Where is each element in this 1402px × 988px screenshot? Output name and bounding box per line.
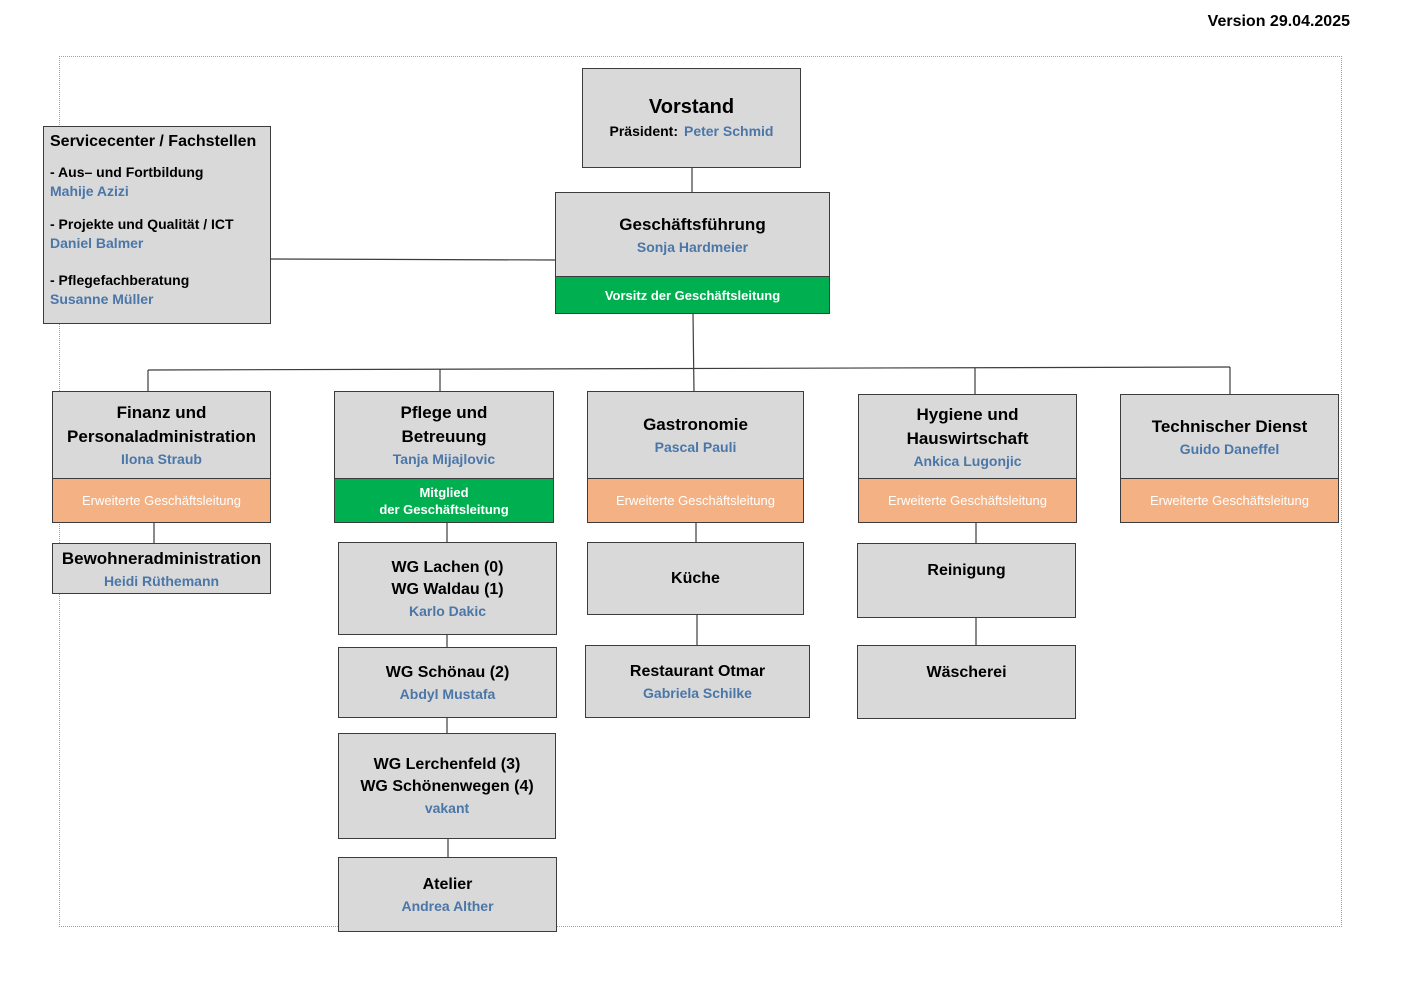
unit-restaurant-box: Restaurant Otmar Gabriela Schilke: [585, 645, 810, 718]
dept-title: Hygiene und: [916, 404, 1019, 424]
dept-technik-box: Technischer Dienst Guido Daneffel Erweit…: [1120, 394, 1339, 523]
unit-wg3-box: WG Lerchenfeld (3) WG Schönenwegen (4) v…: [338, 733, 556, 839]
dept-band: Erweiterte Geschäftsleitung: [588, 478, 803, 522]
unit-wg2-box: WG Schönau (2) Abdyl Mustafa: [338, 647, 557, 718]
unit-title: Reinigung: [927, 562, 1006, 579]
service-item-label: - Pflegefachberatung: [50, 272, 190, 288]
dept-band: Erweiterte Geschäftsleitung: [53, 478, 270, 522]
unit-atelier-box: Atelier Andrea Alther: [338, 857, 557, 932]
unit-title: Restaurant Otmar: [629, 662, 766, 680]
service-item: - Pflegefachberatung Susanne Müller: [50, 271, 264, 309]
president-name: Peter Schmid: [683, 123, 774, 139]
dept-band-line: Mitglied: [419, 484, 469, 500]
dept-finanz-box: Finanz und Personaladministration Ilona …: [52, 391, 271, 523]
unit-title: Küche: [671, 569, 720, 587]
service-item-name: Daniel Balmer: [50, 235, 144, 251]
dept-gastro-box: Gastronomie Pascal Pauli Erweiterte Gesc…: [587, 391, 804, 523]
dept-title: Betreuung: [401, 427, 487, 446]
unit-head-name: Andrea Alther: [401, 897, 494, 914]
service-title: Servicecenter / Fachstellen: [50, 133, 257, 150]
gf-name: Sonja Hardmeier: [636, 238, 749, 255]
connector-horizontal-bus: [147, 366, 1231, 371]
gf-band: Vorsitz der Geschäftsleitung: [556, 276, 829, 313]
dept-band: Erweiterte Geschäftsleitung: [859, 478, 1076, 522]
unit-title: Wäscherei: [926, 664, 1007, 681]
dept-pflege-box: Pflege und Betreuung Tanja Mijajlovic Mi…: [334, 391, 554, 523]
unit-title: WG Waldau (1): [391, 580, 504, 598]
vorstand-box: Vorstand Präsident: Peter Schmid: [582, 68, 801, 168]
dept-title: Finanz und: [116, 403, 207, 422]
president-label: Präsident:: [609, 123, 678, 139]
unit-wg1-box: WG Lachen (0) WG Waldau (1) Karlo Dakic: [338, 542, 557, 635]
gf-title: Geschäftsführung: [619, 214, 766, 234]
dept-band: Erweiterte Geschäftsleitung: [1121, 478, 1338, 522]
dept-title: Technischer Dienst: [1151, 416, 1308, 436]
unit-bewohner-box: Bewohneradministration Heidi Rüthemann: [52, 543, 271, 594]
dept-head-name: Ankica Lugonjic: [913, 452, 1022, 469]
unit-head-name: Abdyl Mustafa: [399, 685, 496, 702]
dept-head-name: Guido Daneffel: [1179, 440, 1280, 457]
service-item-name: Mahije Azizi: [50, 183, 129, 199]
dept-head-name: Pascal Pauli: [654, 439, 737, 455]
service-item-name: Susanne Müller: [50, 291, 154, 307]
dept-title: Gastronomie: [643, 415, 748, 434]
service-box: Servicecenter / Fachstellen - Aus– und F…: [43, 126, 271, 324]
dept-band-line: der Geschäftsleitung: [379, 501, 509, 517]
gf-box: Geschäftsführung Sonja Hardmeier Vorsitz…: [555, 192, 830, 314]
version-label: Version 29.04.2025: [1207, 13, 1350, 30]
unit-head-name: vakant: [424, 800, 470, 816]
connector-gf-trunk: [692, 312, 695, 393]
unit-waescherei-box: Wäscherei: [857, 645, 1076, 719]
unit-title: WG Schönau (2): [385, 663, 510, 681]
unit-head-name: Karlo Dakic: [408, 602, 487, 619]
unit-title: WG Schönenwegen (4): [360, 778, 534, 795]
service-item: - Projekte und Qualität / ICT Daniel Bal…: [50, 215, 264, 253]
unit-head-name: Heidi Rüthemann: [103, 572, 220, 589]
dept-head-name: Tanja Mijajlovic: [392, 451, 496, 467]
unit-kueche-box: Küche: [587, 542, 804, 615]
unit-reinigung-box: Reinigung: [857, 543, 1076, 618]
service-item-label: - Projekte und Qualität / ICT: [50, 216, 234, 232]
dept-title: Pflege und: [400, 403, 488, 422]
service-item: - Aus– und Fortbildung Mahije Azizi: [50, 163, 264, 201]
unit-title: WG Lerchenfeld (3): [373, 756, 521, 773]
dept-head-name: Ilona Straub: [121, 451, 202, 467]
unit-head-name: Gabriela Schilke: [643, 684, 752, 701]
dept-title: Personaladministration: [67, 427, 256, 446]
connector-service-gf: [270, 258, 556, 261]
vorstand-title: Vorstand: [648, 96, 735, 118]
dept-band: Mitglied der Geschäftsleitung: [335, 478, 553, 522]
dept-hygiene-box: Hygiene und Hauswirtschaft Ankica Lugonj…: [858, 394, 1077, 523]
service-item-label: - Aus– und Fortbildung: [50, 164, 204, 180]
unit-title: Bewohneradministration: [61, 548, 262, 568]
unit-title: Atelier: [422, 875, 473, 893]
unit-title: WG Lachen (0): [391, 558, 504, 576]
dept-title: Hauswirtschaft: [906, 428, 1029, 448]
